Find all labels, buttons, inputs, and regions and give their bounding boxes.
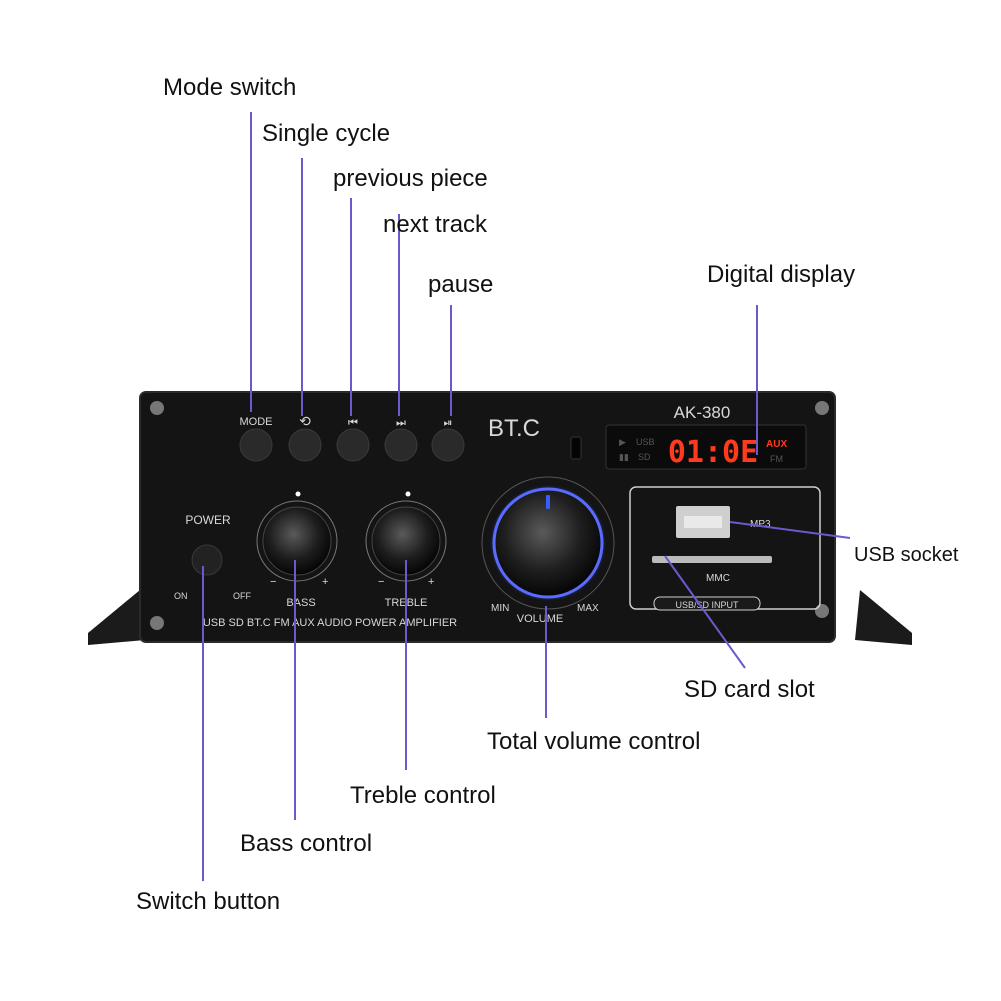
display-fm: FM (770, 454, 783, 464)
leader-previous-piece (350, 198, 352, 416)
screw-icon (150, 616, 164, 630)
leader-switch-button (202, 566, 204, 881)
bass-label: BASS (286, 597, 315, 609)
sd-slot (652, 556, 772, 563)
mmc-label: MMC (706, 573, 730, 584)
label-usb-socket: USB socket (854, 544, 959, 566)
leader-digital-display (756, 305, 758, 455)
volume-label: VOLUME (517, 613, 563, 625)
bass-plus: + (322, 576, 328, 588)
label-single-cycle: Single cycle (262, 120, 391, 147)
label-sd-card-slot: SD card slot (684, 676, 815, 703)
treble-minus: − (378, 576, 384, 588)
next-button (384, 428, 418, 462)
treble-plus: + (428, 576, 434, 588)
label-total-volume-control: Total volume control (487, 728, 701, 755)
pause-button (431, 428, 465, 462)
bass-minus: − (270, 576, 276, 588)
repeat-icon: ⟲ (299, 413, 311, 429)
leader-mode-switch (250, 112, 252, 412)
mp3-label: MP3 (750, 519, 771, 530)
volume-marker (546, 495, 550, 509)
previous-button (336, 428, 370, 462)
input-label: USB/SD INPUT (675, 600, 739, 610)
bass-scale (256, 500, 338, 582)
label-previous-piece: previous piece (333, 165, 488, 192)
leader-single-cycle (301, 158, 303, 416)
display-readout: 01:0E (668, 435, 758, 470)
volume-scale (481, 476, 615, 610)
on-label: ON (174, 591, 188, 601)
model-label: AK-380 (674, 403, 731, 422)
off-label: OFF (233, 591, 251, 601)
power-label: POWER (185, 513, 231, 527)
leader-treble-control (405, 560, 407, 770)
brand-label: BT.C (488, 415, 540, 442)
display-sd: SD (638, 452, 651, 462)
single-cycle-button (288, 428, 322, 462)
ir-window (570, 436, 582, 460)
bass-marker (295, 491, 301, 497)
label-bass-control: Bass control (240, 830, 373, 857)
panel-footer: USB SD BT.C FM AUX AUDIO POWER AMPLIFIER (203, 617, 457, 629)
display-usb: USB (636, 437, 655, 447)
volume-max: MAX (577, 603, 599, 614)
previous-icon: ⏮ (348, 417, 358, 429)
screw-icon (150, 401, 164, 415)
right-flange (855, 590, 912, 645)
leader-total-volume (545, 606, 547, 718)
label-treble-control: Treble control (350, 782, 496, 809)
power-button (191, 544, 223, 576)
usb-socket-inner (684, 516, 722, 528)
left-flange (88, 590, 145, 645)
mode-label: MODE (240, 416, 273, 428)
screw-icon (815, 604, 829, 618)
volume-knob (492, 487, 604, 599)
label-switch-button: Switch button (136, 888, 281, 915)
treble-marker (405, 491, 411, 497)
play-pause-icon: ⏯ (444, 417, 453, 429)
label-next-track: next track (383, 211, 488, 238)
label-pause: pause (428, 271, 494, 298)
label-digital-display: Digital display (707, 261, 856, 288)
bass-knob (262, 506, 332, 576)
leader-pause (450, 305, 452, 416)
leader-bass-control (294, 560, 296, 820)
screw-icon (815, 401, 829, 415)
display-aux: AUX (766, 439, 787, 450)
leader-next-track (398, 214, 400, 416)
label-mode-switch: Mode switch (163, 74, 297, 101)
display-play-icon: ▶ (619, 437, 626, 447)
volume-min: MIN (491, 603, 509, 614)
mode-button (239, 428, 273, 462)
display-pause-icon: ▮▮ (619, 452, 629, 462)
next-icon: ⏭ (396, 417, 406, 429)
